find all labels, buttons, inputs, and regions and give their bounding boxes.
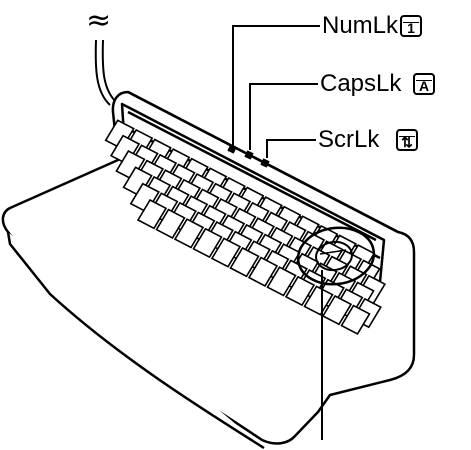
scroll-lock-icon-glyph: ⇅ <box>401 134 413 150</box>
scroll-lock-indicator-icon: ⇅ <box>396 129 418 151</box>
caps-lock-indicator-icon: A <box>413 73 435 95</box>
lock-indicator-leds <box>227 144 270 168</box>
leader-lines <box>232 25 323 440</box>
key <box>229 246 260 278</box>
key <box>155 208 186 239</box>
key <box>321 294 353 326</box>
scroll-lock-led <box>260 158 270 168</box>
key <box>173 218 205 249</box>
caps-lock-leader <box>249 83 318 150</box>
num-lock-label: NumLk <box>322 12 399 39</box>
num-lock-indicator-icon: 1 <box>400 15 422 37</box>
key <box>284 275 316 307</box>
caps-lock-icon-glyph: A <box>418 78 430 94</box>
key <box>192 227 223 259</box>
key <box>340 304 371 335</box>
key <box>266 266 297 297</box>
caps-lock-led <box>244 150 254 160</box>
keyboard-cable <box>94 39 118 106</box>
num-lock-icon-glyph: 1 <box>407 20 415 36</box>
key <box>136 198 168 230</box>
key <box>247 256 279 287</box>
key <box>210 237 242 268</box>
highlighted-key <box>315 240 353 272</box>
num-lock-leader <box>232 25 320 146</box>
cable-break-symbol: ≈ <box>86 3 111 38</box>
caps-lock-label: CapsLk <box>320 70 402 97</box>
scroll-lock-leader <box>266 139 316 158</box>
scroll-lock-label: ScrLk <box>318 126 380 153</box>
circled-key-highlight <box>296 226 376 286</box>
num-lock-led <box>227 144 237 154</box>
key <box>303 285 334 316</box>
